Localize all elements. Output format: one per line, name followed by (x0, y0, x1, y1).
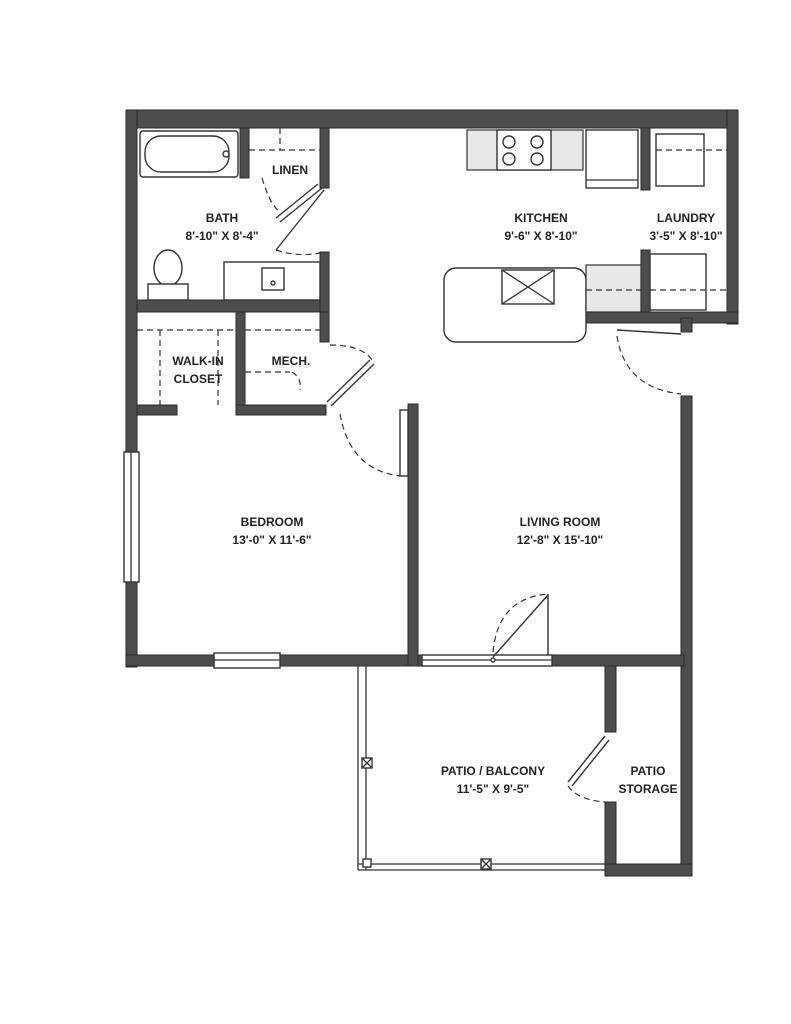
laundry-size: 3'-5" X 8'-10" (649, 229, 722, 243)
storage-label-line1: PATIO (631, 764, 666, 778)
patio-label: PATIO / BALCONY (441, 764, 545, 778)
linen-label: LINEN (272, 163, 308, 177)
laundry-fixtures (649, 133, 727, 311)
doors (261, 177, 682, 803)
laundry-label: LAUNDRY (657, 211, 715, 225)
walkin-label-line2: CLOSET (174, 372, 223, 386)
storage-label-line2: STORAGE (618, 782, 677, 796)
walls (125, 109, 739, 877)
living-label: LIVING ROOM (520, 515, 601, 529)
mech-label: MECH. (272, 354, 311, 368)
living-size: 12'-8" X 15'-10" (517, 533, 603, 547)
kitchen-fixtures (443, 129, 642, 343)
bath-size: 8'-10" X 8'-4" (185, 229, 258, 243)
bedroom-size: 13'-0" X 11'-6" (232, 533, 311, 547)
kitchen-size: 9'-6" X 8'-10" (504, 229, 577, 243)
closet-shelves (137, 128, 320, 405)
bedroom-label: BEDROOM (241, 515, 304, 529)
bath-fixtures (139, 130, 321, 301)
room-labels: BATH 8'-10" X 8'-4" LINEN KITCHEN 9'-6" … (172, 163, 722, 796)
patio-size: 11'-5" X 9'-5" (457, 782, 529, 796)
walkin-label-line1: WALK-IN (172, 354, 223, 368)
kitchen-label: KITCHEN (514, 211, 567, 225)
patio-railing (357, 666, 605, 871)
bath-label: BATH (206, 211, 238, 225)
windows (123, 451, 553, 669)
